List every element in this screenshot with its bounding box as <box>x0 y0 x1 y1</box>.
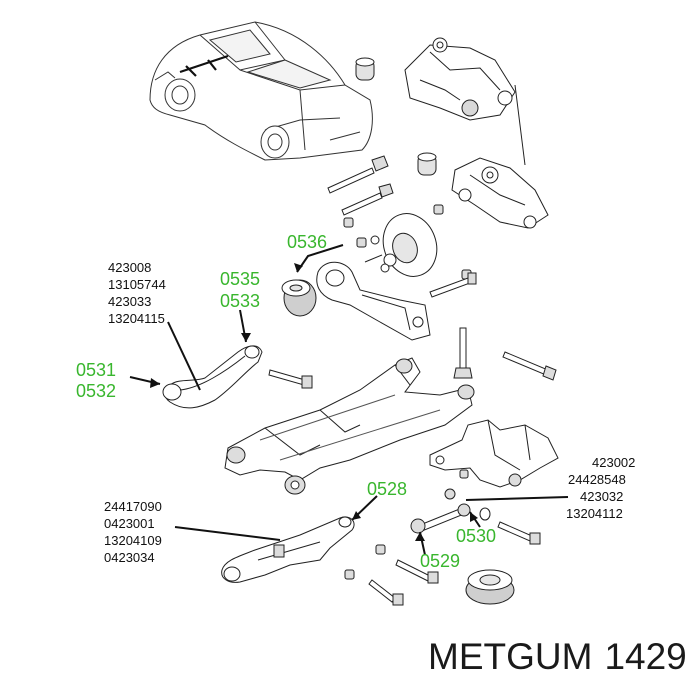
bolt-long-2 <box>341 183 394 216</box>
bolts-lower <box>344 469 469 606</box>
callout-0533: 0533 <box>220 291 261 311</box>
bush-mid <box>417 152 437 176</box>
ref-number: 423008 <box>108 260 152 275</box>
brand-part-number: 1429 <box>604 636 687 677</box>
bolt-vertical <box>453 327 473 379</box>
callout-0536: 0536 <box>287 232 328 252</box>
callout-0532: 0532 <box>76 381 117 401</box>
rear-subframe <box>224 357 475 495</box>
bolt-short-hub <box>429 272 477 298</box>
brand-label: METGUM 1429 <box>428 636 687 678</box>
ref-number: 24417090 <box>104 499 162 514</box>
car-illustration <box>149 21 373 161</box>
bolt-link <box>497 521 541 545</box>
ref-group-left-upper: 423008 13105744 423033 13204115 <box>108 259 166 327</box>
ref-number: 24428548 <box>568 472 626 487</box>
callout-0530: 0530 <box>456 526 497 546</box>
ref-number: 13105744 <box>108 277 166 292</box>
lower-control-arm <box>221 516 355 583</box>
ref-group-right-mid: 423002 24428548 423032 13204112 <box>566 454 636 522</box>
ref-number: 423002 <box>592 455 636 470</box>
callout-0535: 0535 <box>220 269 261 289</box>
ref-group-left-lower: 24417090 0423001 13204109 0423034 <box>104 498 162 566</box>
hub-carrier-lower <box>451 157 549 229</box>
ref-number: 0423001 <box>104 516 155 531</box>
ref-number: 0423034 <box>104 550 155 565</box>
mount-bracket <box>429 419 559 488</box>
car-subframe-highlight <box>179 54 229 77</box>
callout-0529: 0529 <box>420 551 461 571</box>
leader-arrowheads <box>150 263 478 541</box>
leader-right-mid <box>465 496 569 501</box>
callout-0528: 0528 <box>367 479 408 499</box>
leader-left-lower <box>174 526 281 541</box>
bolt-diagonal <box>502 351 557 381</box>
rubber-cap <box>465 569 515 605</box>
bushing-0536 <box>281 279 317 317</box>
ref-number: 423033 <box>108 294 152 309</box>
ref-number: 13204112 <box>566 506 623 521</box>
brand-name: METGUM <box>428 636 593 677</box>
ref-number: 423032 <box>580 489 624 504</box>
callout-0531: 0531 <box>76 360 117 380</box>
small-nuts <box>343 204 472 280</box>
bolt-long-1 <box>327 155 389 194</box>
bush-upper <box>355 57 375 81</box>
ref-number: 13204109 <box>104 533 162 548</box>
trailing-arm <box>316 261 431 341</box>
toe-link <box>410 488 491 534</box>
bolt-arm-center <box>268 369 313 389</box>
ref-number: 13204115 <box>108 311 165 326</box>
wheel-hub <box>364 213 438 277</box>
hub-carrier-upper <box>404 37 526 166</box>
leader-left-upper <box>167 321 201 391</box>
upper-control-arm <box>162 345 263 409</box>
